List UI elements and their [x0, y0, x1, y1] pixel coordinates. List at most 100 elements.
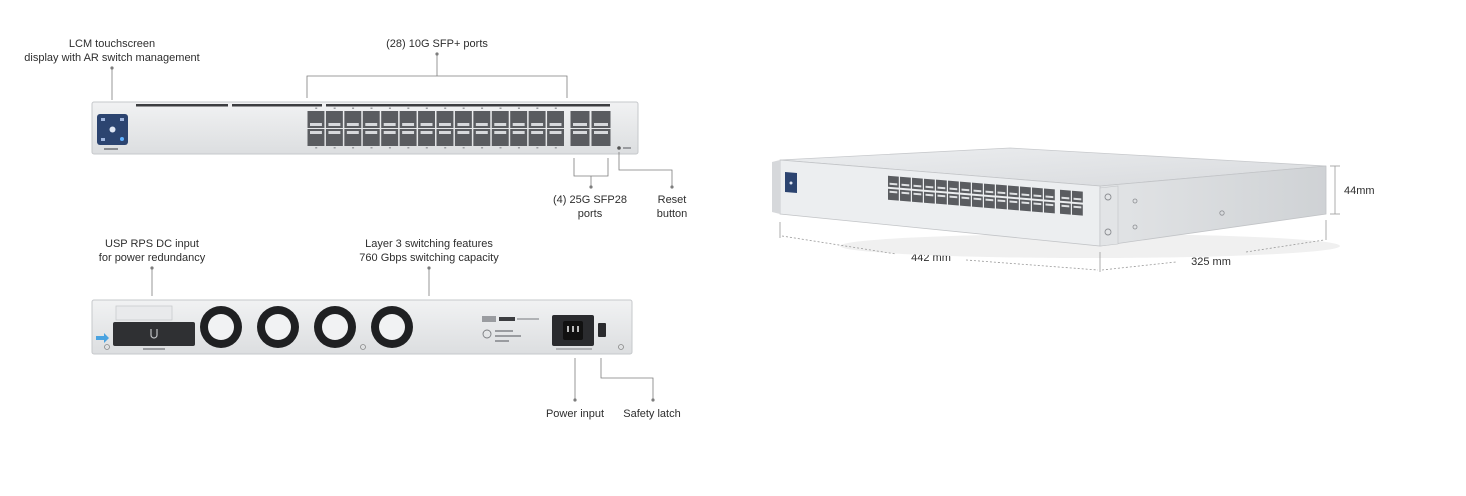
iso-sfp-plus-port	[1044, 201, 1055, 214]
label-sfp28-line2: ports	[577, 208, 603, 220]
lcm-touchscreen[interactable]	[97, 114, 128, 145]
sfp-plus-port[interactable]	[436, 111, 454, 128]
sfp-plus-port[interactable]	[510, 111, 528, 128]
sfp-plus-port[interactable]	[325, 111, 343, 128]
sfp28-port[interactable]	[570, 129, 590, 146]
sfp-plus-port[interactable]	[454, 129, 472, 146]
port-number-mark	[481, 107, 484, 109]
rps-dc-input[interactable]	[113, 322, 195, 346]
port-number-mark	[425, 147, 428, 149]
sfp-plus-port[interactable]	[381, 129, 399, 146]
sfp-plus-port[interactable]	[547, 111, 564, 128]
port-number-mark	[536, 147, 539, 149]
switch-perspective-view	[772, 147, 1340, 258]
sfp28-port[interactable]	[591, 129, 611, 146]
sfp-plus-port[interactable]	[325, 129, 343, 146]
fan-3-icon	[314, 306, 356, 348]
label-lcm-line1: LCM touchscreen	[68, 38, 156, 50]
iso-sfp-plus-port	[1008, 198, 1019, 211]
iso-sfp-plus-port	[1020, 186, 1031, 199]
dimension-lines	[779, 165, 1340, 272]
iso-sfp-plus-port	[912, 190, 923, 203]
label-layer3-line2: 760 Gbps switching capacity	[359, 252, 499, 264]
iso-port-latch	[961, 196, 970, 200]
label-rps-line1: USP RPS DC input	[105, 238, 199, 250]
sfp-plus-port[interactable]	[399, 111, 417, 128]
port-number-mark	[388, 107, 391, 109]
lcm-touchscreen-iso	[785, 172, 797, 193]
sfp-plus-port[interactable]	[547, 129, 564, 146]
iso-sfp-plus-port	[996, 197, 1007, 210]
iso-port-latch	[889, 182, 898, 186]
label-lcm-touchscreen: LCM touchscreen display with AR switch m…	[12, 37, 212, 65]
rear-callout-lines	[150, 266, 655, 402]
port-number-mark	[462, 147, 465, 149]
reset-button[interactable]	[617, 146, 631, 150]
sfp-plus-port[interactable]	[454, 111, 472, 128]
iso-sfp-plus-port	[1032, 200, 1043, 213]
sfp-plus-port[interactable]	[473, 129, 491, 146]
iso-port-latch	[937, 194, 946, 198]
iso-port-latch	[1045, 203, 1054, 207]
iso-port-latch	[949, 195, 958, 199]
safety-latch[interactable]	[598, 323, 606, 337]
port-number-mark	[554, 147, 557, 149]
iso-port-latch	[997, 191, 1006, 195]
sfp-plus-port[interactable]	[307, 129, 325, 146]
sfp-plus-port[interactable]	[381, 111, 399, 128]
sfp28-port[interactable]	[591, 111, 611, 128]
label-layer3-switching: Layer 3 switching features 760 Gbps swit…	[334, 237, 524, 265]
sfp-plus-port[interactable]	[528, 111, 546, 128]
iso-port-latch	[1021, 201, 1030, 205]
sfp-plus-port[interactable]	[418, 111, 435, 128]
iso-sfp28-port	[1072, 190, 1083, 203]
front-callout-lines	[110, 52, 674, 189]
fan-4-icon	[371, 306, 413, 348]
sfp-plus-port[interactable]	[418, 129, 435, 146]
rear-panel	[91, 299, 633, 355]
iso-port-latch	[1033, 202, 1042, 206]
iso-port-latch	[1045, 195, 1054, 199]
sfp-plus-port[interactable]	[362, 129, 380, 146]
port-number-mark	[462, 107, 465, 109]
sfp-plus-port[interactable]	[491, 111, 509, 128]
iso-port-latch	[1021, 193, 1030, 197]
port-number-mark	[352, 147, 355, 149]
sfp-plus-port[interactable]	[362, 111, 380, 128]
iso-port-latch	[925, 185, 934, 189]
regulatory-label	[482, 316, 539, 342]
sfp-plus-port[interactable]	[399, 129, 417, 146]
sfp-plus-port[interactable]	[307, 111, 325, 128]
iso-port-latch	[913, 184, 922, 188]
port-number-mark	[499, 147, 502, 149]
iso-sfp-plus-port	[960, 181, 971, 194]
sfp-plus-port[interactable]	[344, 111, 362, 128]
sfp-plus-port[interactable]	[528, 129, 546, 146]
iso-sfp-plus-port	[888, 188, 899, 201]
power-input-socket[interactable]	[552, 315, 594, 346]
port-number-mark	[517, 107, 520, 109]
sfp-plus-port[interactable]	[473, 111, 491, 128]
iso-sfp-plus-port	[972, 182, 983, 195]
port-number-mark	[499, 107, 502, 109]
label-sfp28-line1: (4) 25G SFP28	[553, 194, 627, 206]
port-number-mark	[536, 107, 539, 109]
iso-port-latch	[1073, 205, 1082, 209]
port-number-mark	[333, 147, 336, 149]
iso-port-block	[888, 175, 1083, 216]
sfp-plus-port[interactable]	[344, 129, 362, 146]
sfp-plus-port[interactable]	[510, 129, 528, 146]
iso-sfp-plus-port	[924, 178, 935, 191]
sfp28-port[interactable]	[570, 111, 590, 128]
label-reset-line1: Reset	[657, 194, 687, 206]
sfp-plus-port[interactable]	[491, 129, 509, 146]
sfp28-ports	[570, 111, 611, 146]
label-reset-line2: button	[656, 208, 688, 220]
port-number-mark	[370, 107, 373, 109]
iso-port-latch	[985, 198, 994, 202]
iso-sfp-plus-port	[984, 196, 995, 209]
sfp-plus-port[interactable]	[436, 129, 454, 146]
iso-sfp-plus-port	[948, 193, 959, 206]
port-number-mark	[425, 107, 428, 109]
